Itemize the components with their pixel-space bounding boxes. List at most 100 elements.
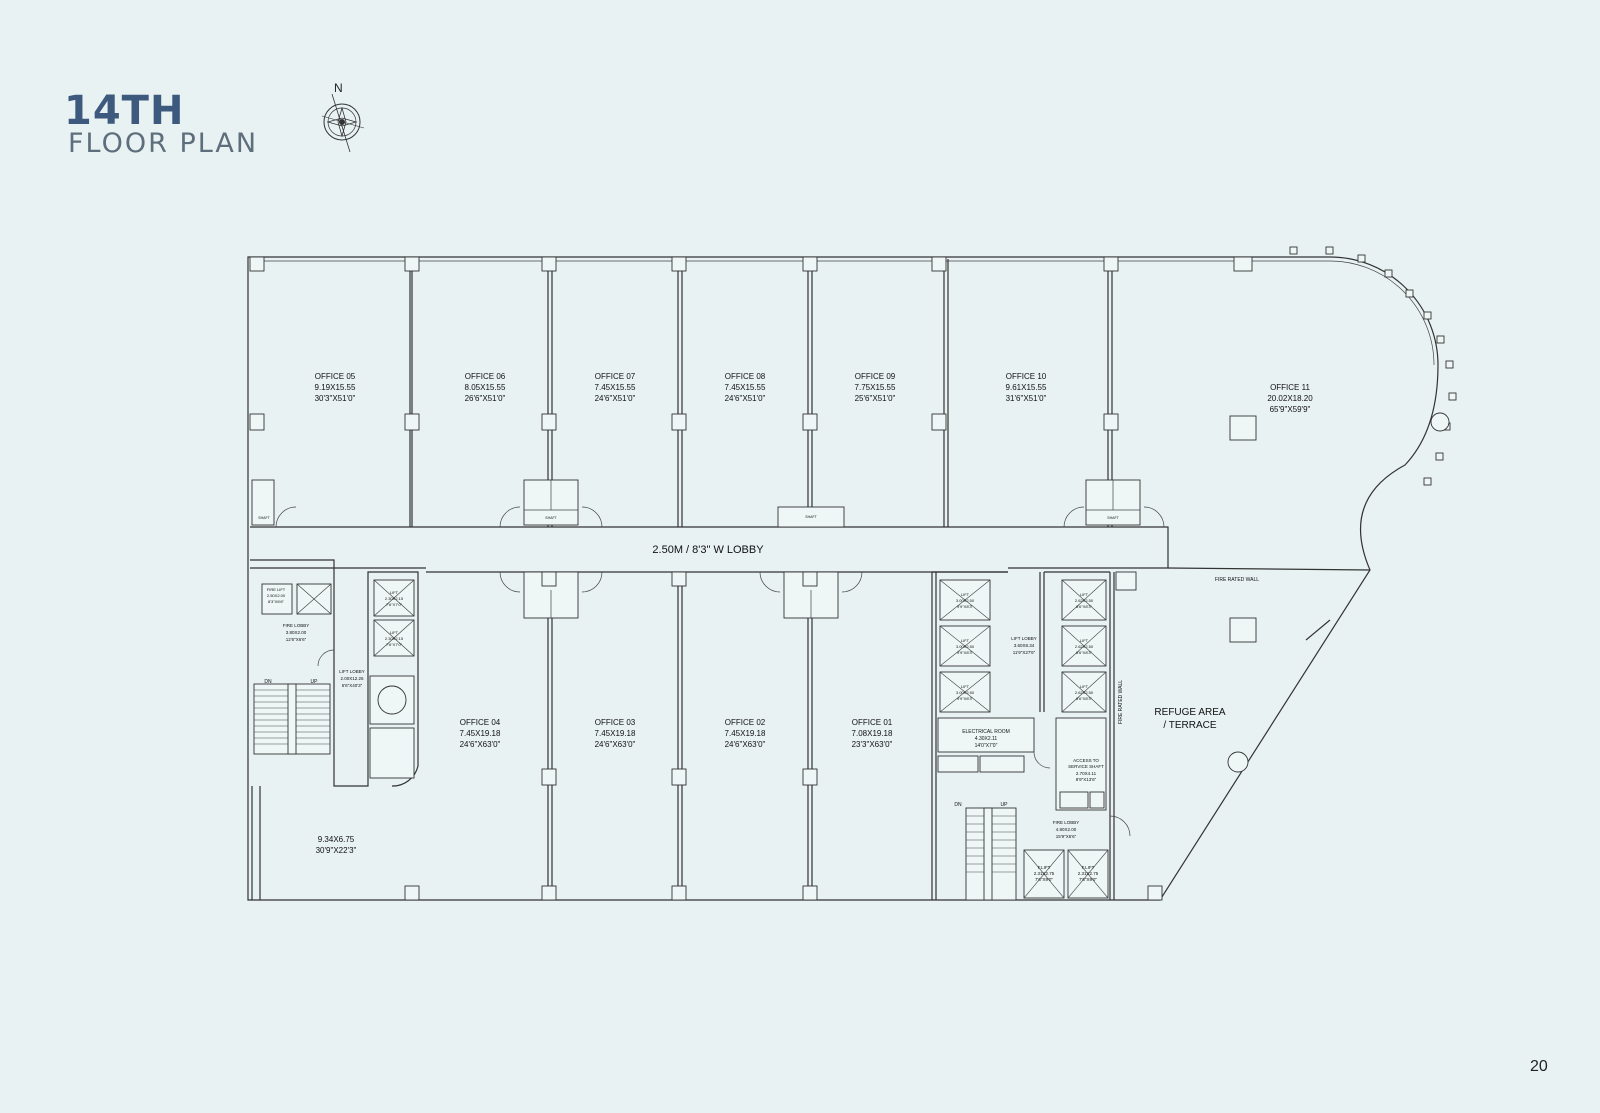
east-lift-r2-metric: 2.62X2.50: [1075, 644, 1094, 649]
east-lift-l1-imperial: 9'9"X8'3": [957, 604, 974, 609]
electrical-room-label: ELECTRICAL ROOM: [962, 729, 1010, 735]
office-08-metric: 7.45X15.55: [725, 383, 766, 392]
east-fire-lift-1-label: F.LIFT: [1038, 865, 1051, 870]
refuge-terrace-label: / TERRACE: [1163, 720, 1216, 731]
east-fire-lift-2-label: F.LIFT: [1082, 865, 1095, 870]
west-fire-lift-imperial: 8'3"X6'6": [268, 599, 285, 604]
shaft-label: SHAFT: [805, 515, 817, 519]
page-number: 20: [1530, 1058, 1548, 1075]
office-04-metric: 7.45X19.18: [460, 729, 501, 738]
office-09-metric: 7.75X15.55: [855, 383, 896, 392]
west-lift-2-imperial: 7'6"X7'0": [386, 642, 403, 647]
east-lift-r1-label: LIFT: [1080, 592, 1089, 597]
east-fire-lift-1-imperial: 7'6"X9'0": [1035, 877, 1053, 882]
office-10-metric: 9.61X15.55: [1006, 383, 1047, 392]
office-03-imperial: 24'6"X63'0": [595, 740, 636, 749]
west-stair-up: UP: [311, 679, 319, 685]
floor-plan-subtitle: FLOOR PLAN: [68, 128, 259, 159]
east-lift-r2-label: LIFT: [1080, 638, 1089, 643]
electrical-room-imperial: 14'0"X7'0": [975, 743, 998, 749]
office-03-name: OFFICE 03: [595, 718, 636, 727]
office-07-imperial: 24'6"X51'0": [595, 394, 636, 403]
office-05-name: OFFICE 05: [315, 372, 356, 381]
east-lift-l3-label: LIFT: [961, 684, 970, 689]
office-05-imperial: 30'3"X51'0": [315, 394, 356, 403]
office-07-metric: 7.45X15.55: [595, 383, 636, 392]
office-01-imperial: 23'3"X63'0": [852, 740, 893, 749]
office-05-metric: 9.19X15.55: [315, 383, 356, 392]
shaft-label: SHAFT: [258, 516, 270, 520]
open-area-metric: 9.34X6.75: [318, 835, 355, 844]
office-02-name: OFFICE 02: [725, 718, 766, 727]
office-02-metric: 7.45X19.18: [725, 729, 766, 738]
office-02-imperial: 24'6"X63'0": [725, 740, 766, 749]
east-lift-r3-label: LIFT: [1080, 684, 1089, 689]
east-fire-lobby-imperial: 15'9"X6'6": [1056, 834, 1077, 839]
office-10-name: OFFICE 10: [1006, 372, 1047, 381]
east-lift-l1-label: LIFT: [961, 592, 970, 597]
east-lift-l3-imperial: 9'9"X8'3": [957, 696, 974, 701]
office-08-imperial: 24'6"X51'0": [725, 394, 766, 403]
fire-rated-wall-label-vertical: FIRE RATED WALL: [1118, 680, 1124, 724]
east-lift-lobby-label: LIFT LOBBY: [1011, 636, 1036, 641]
east-lift-r1-imperial: 8'6"X8'3": [1076, 604, 1093, 609]
west-stair-dn: DN: [264, 679, 272, 685]
office-04-name: OFFICE 04: [460, 718, 501, 727]
east-lift-r3-metric: 2.62X2.50: [1075, 690, 1094, 695]
east-stair-dn: DN: [954, 802, 962, 808]
office-11-metric: 20.02X18.20: [1267, 394, 1313, 403]
west-lift-lobby-imperial: 6'6"X40'3": [342, 683, 363, 688]
open-area-imperial: 30'9"X22'3": [316, 846, 357, 855]
shaft-label: SHAFT: [1107, 516, 1119, 520]
office-06-imperial: 26'6"X51'0": [465, 394, 506, 403]
service-shaft-imperial: 8'9"X13'6": [1076, 777, 1097, 782]
east-fire-lift-1-metric: 2.31X2.75: [1034, 871, 1055, 876]
electrical-room-metric: 4.30X2.11: [975, 736, 998, 742]
east-lift-l2-label: LIFT: [961, 638, 970, 643]
office-11-name: OFFICE 11: [1270, 383, 1310, 392]
east-fire-lobby-metric: 4.80X2.00: [1056, 827, 1077, 832]
office-01-name: OFFICE 01: [852, 718, 893, 727]
north-compass-icon: N: [321, 81, 365, 153]
west-lift-lobby-metric: 2.00X12.26: [340, 676, 364, 681]
west-fire-lobby-metric: 3.80X2.00: [286, 630, 307, 635]
west-lift-2-label: LIFT: [390, 630, 399, 635]
office-03-metric: 7.45X19.18: [595, 729, 636, 738]
west-fire-lobby-label: FIRE LOBBY: [283, 623, 310, 628]
west-lift-lobby-label: LIFT LOBBY: [339, 669, 364, 674]
east-lift-r3-imperial: 8'6"X8'3": [1076, 696, 1093, 701]
east-lift-l2-imperial: 9'9"X8'3": [957, 650, 974, 655]
shaft-label: SHAFT: [545, 516, 557, 520]
office-11-imperial: 65'9"X59'9": [1270, 405, 1311, 414]
fire-rated-wall-label: FIRE RATED WALL: [1215, 577, 1259, 583]
office-06-name: OFFICE 06: [465, 372, 506, 381]
west-fire-lobby-imperial: 12'6"X6'6": [286, 637, 307, 642]
east-lift-l2-metric: 3.00X2.50: [956, 644, 975, 649]
east-lift-l1-metric: 3.00X2.50: [956, 598, 975, 603]
west-fire-lift-metric: 2.50X2.00: [267, 593, 286, 598]
west-fire-lift-label: FIRE LIFT: [267, 587, 286, 592]
office-01-metric: 7.08X19.18: [852, 729, 893, 738]
east-fire-lift-2-metric: 2.31X2.75: [1078, 871, 1099, 876]
office-10-imperial: 31'6"X51'0": [1006, 394, 1047, 403]
east-fire-lobby-label: FIRE LOBBY: [1053, 820, 1080, 825]
office-09-name: OFFICE 09: [855, 372, 896, 381]
west-lift-1-metric: 2.30X2.15: [385, 596, 404, 601]
compass-north-label: N: [334, 81, 343, 95]
office-06-metric: 8.05X15.55: [465, 383, 506, 392]
floor-number-title: 14TH: [64, 88, 185, 134]
lobby-label: 2.50M / 8'3" W LOBBY: [652, 544, 764, 556]
office-08-name: OFFICE 08: [725, 372, 766, 381]
east-stair-up: UP: [1001, 802, 1009, 808]
east-fire-lift-2-imperial: 7'6"X9'0": [1079, 877, 1097, 882]
east-lift-lobby-metric: 3.60X8.34: [1014, 643, 1035, 648]
service-shaft-metric: 2.70X4.11: [1076, 771, 1097, 776]
east-lift-lobby-imperial: 11'9"X27'6": [1013, 650, 1036, 655]
refuge-area-label: REFUGE AREA: [1154, 707, 1225, 718]
service-shaft-label-2: SERVICE SHAFT: [1068, 764, 1104, 769]
office-07-name: OFFICE 07: [595, 372, 636, 381]
office-04-imperial: 24'6"X63'0": [460, 740, 501, 749]
office-09-imperial: 25'6"X51'0": [855, 394, 896, 403]
west-lift-1-imperial: 7'6"X7'0": [386, 602, 403, 607]
